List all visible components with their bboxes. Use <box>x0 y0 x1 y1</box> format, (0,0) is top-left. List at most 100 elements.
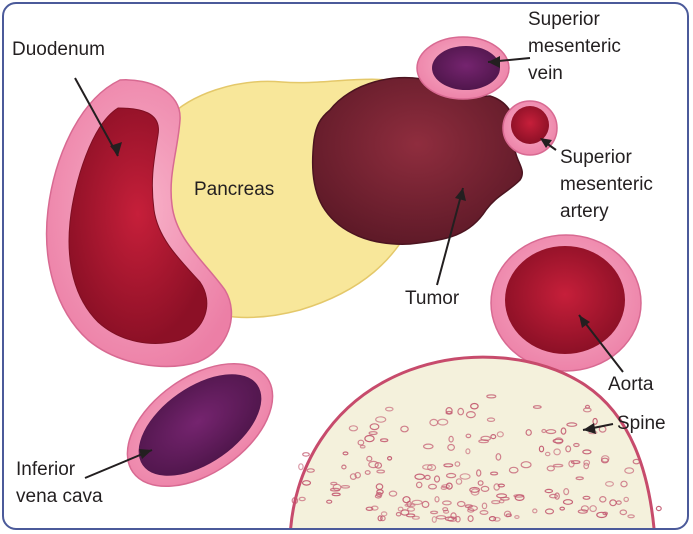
spine-speckle <box>497 483 505 488</box>
spine-speckle <box>376 469 386 474</box>
label-pancreas: Pancreas <box>194 179 275 200</box>
spine-speckle <box>624 467 635 474</box>
spine-speckle <box>477 480 484 486</box>
leader-lines <box>74 56 624 479</box>
spine-speckle <box>488 516 497 522</box>
spine-speckle <box>655 505 662 512</box>
spine-speckle <box>495 453 502 461</box>
spine-speckle <box>514 494 525 502</box>
spine-speckle <box>600 455 610 463</box>
spine-speckle <box>368 460 379 469</box>
spine-speckle <box>498 499 505 504</box>
spine-shape <box>288 355 662 528</box>
spine-speckle <box>565 445 572 453</box>
spine-speckle <box>465 448 471 455</box>
spine-speckle <box>374 462 383 469</box>
spine-speckle <box>623 496 630 503</box>
spine-speckle <box>559 506 566 511</box>
spine-speckle <box>465 411 476 419</box>
spine-speckle <box>340 484 351 489</box>
spine-speckle <box>455 478 463 485</box>
spine-speckle <box>348 425 359 432</box>
spine-speckle <box>552 438 564 444</box>
spine-speckle <box>370 505 379 511</box>
spine-speckle <box>582 449 592 455</box>
spine-speckle <box>560 427 567 435</box>
spine-speckle <box>302 452 310 457</box>
spine-speckle <box>454 461 461 467</box>
spine-speckle <box>431 516 437 523</box>
spine-speckle <box>298 496 306 502</box>
spine-speckle <box>380 438 389 443</box>
spine-speckle <box>442 500 452 506</box>
spine-speckle <box>486 394 497 399</box>
spine-speckle <box>620 480 628 488</box>
spine-speckle <box>486 417 496 423</box>
spine-speckle <box>465 433 472 439</box>
spine-speckle <box>448 435 454 443</box>
label-spine: Spine <box>617 413 666 434</box>
label-smv-line2: mesenteric <box>528 36 621 57</box>
spine-speckle <box>342 451 349 456</box>
spine-speckle <box>374 493 382 499</box>
duodenum-shape <box>45 79 233 368</box>
smv-shape <box>416 36 510 100</box>
spine-speckle <box>632 458 641 465</box>
spine-speckle <box>405 513 416 518</box>
spine-speckle <box>450 512 457 520</box>
label-sma-line2: mesenteric <box>560 174 653 195</box>
spine-speckle <box>376 489 384 495</box>
spine-speckle <box>544 488 554 494</box>
spine-speckle <box>577 509 588 514</box>
spine-speckle <box>538 445 545 453</box>
spine-speckle <box>548 493 558 499</box>
spine-speckle <box>388 490 398 497</box>
spine-speckle <box>402 496 411 504</box>
spine-speckle <box>493 516 501 522</box>
leader-duodenum <box>74 77 119 157</box>
spine-speckle <box>476 469 482 477</box>
spine-speckle <box>364 434 375 443</box>
spine-speckle <box>380 511 388 517</box>
spine-speckle <box>553 448 561 456</box>
label-sma-line3: artery <box>560 201 609 222</box>
spine-speckle <box>447 443 456 451</box>
spine-speckle <box>582 495 591 500</box>
spine-speckle <box>563 488 570 496</box>
label-ivc-line1: Inferior <box>16 459 76 480</box>
spine-speckle <box>481 502 488 510</box>
spine-speckle <box>599 495 607 503</box>
spine-speckle <box>584 404 591 409</box>
label-tumor: Tumor <box>405 288 460 309</box>
spine-speckle <box>365 506 374 511</box>
spine-speckle <box>480 485 490 492</box>
spine-speckle <box>445 410 453 415</box>
ivc-shape <box>126 362 274 488</box>
spine-speckle <box>447 516 458 523</box>
spine-speckle <box>397 506 404 512</box>
spine-speckle <box>387 455 393 461</box>
spine-speckle <box>291 497 299 505</box>
spine-speckle <box>554 492 560 500</box>
spine-speckle <box>400 509 410 516</box>
spine-speckle <box>508 466 519 474</box>
spine-speckle <box>368 431 378 436</box>
spine-speckle <box>415 481 423 489</box>
spine-speckle <box>490 434 497 440</box>
spine-speckle <box>395 511 402 517</box>
spine-speckle <box>583 459 591 466</box>
spine-texture <box>291 394 662 523</box>
spine-speckle <box>301 480 312 486</box>
spine-speckle <box>306 468 315 473</box>
spine-speckle <box>532 508 538 514</box>
spine-speckle <box>341 464 347 470</box>
leader-tumor <box>436 187 464 286</box>
spine-speckle <box>441 484 451 489</box>
spine-speckle <box>520 461 532 469</box>
label-aorta: Aorta <box>608 374 654 395</box>
spine-speckle <box>437 418 449 426</box>
spine-speckle <box>326 499 333 504</box>
spine-speckle <box>330 481 338 486</box>
spine-speckle <box>544 451 551 457</box>
